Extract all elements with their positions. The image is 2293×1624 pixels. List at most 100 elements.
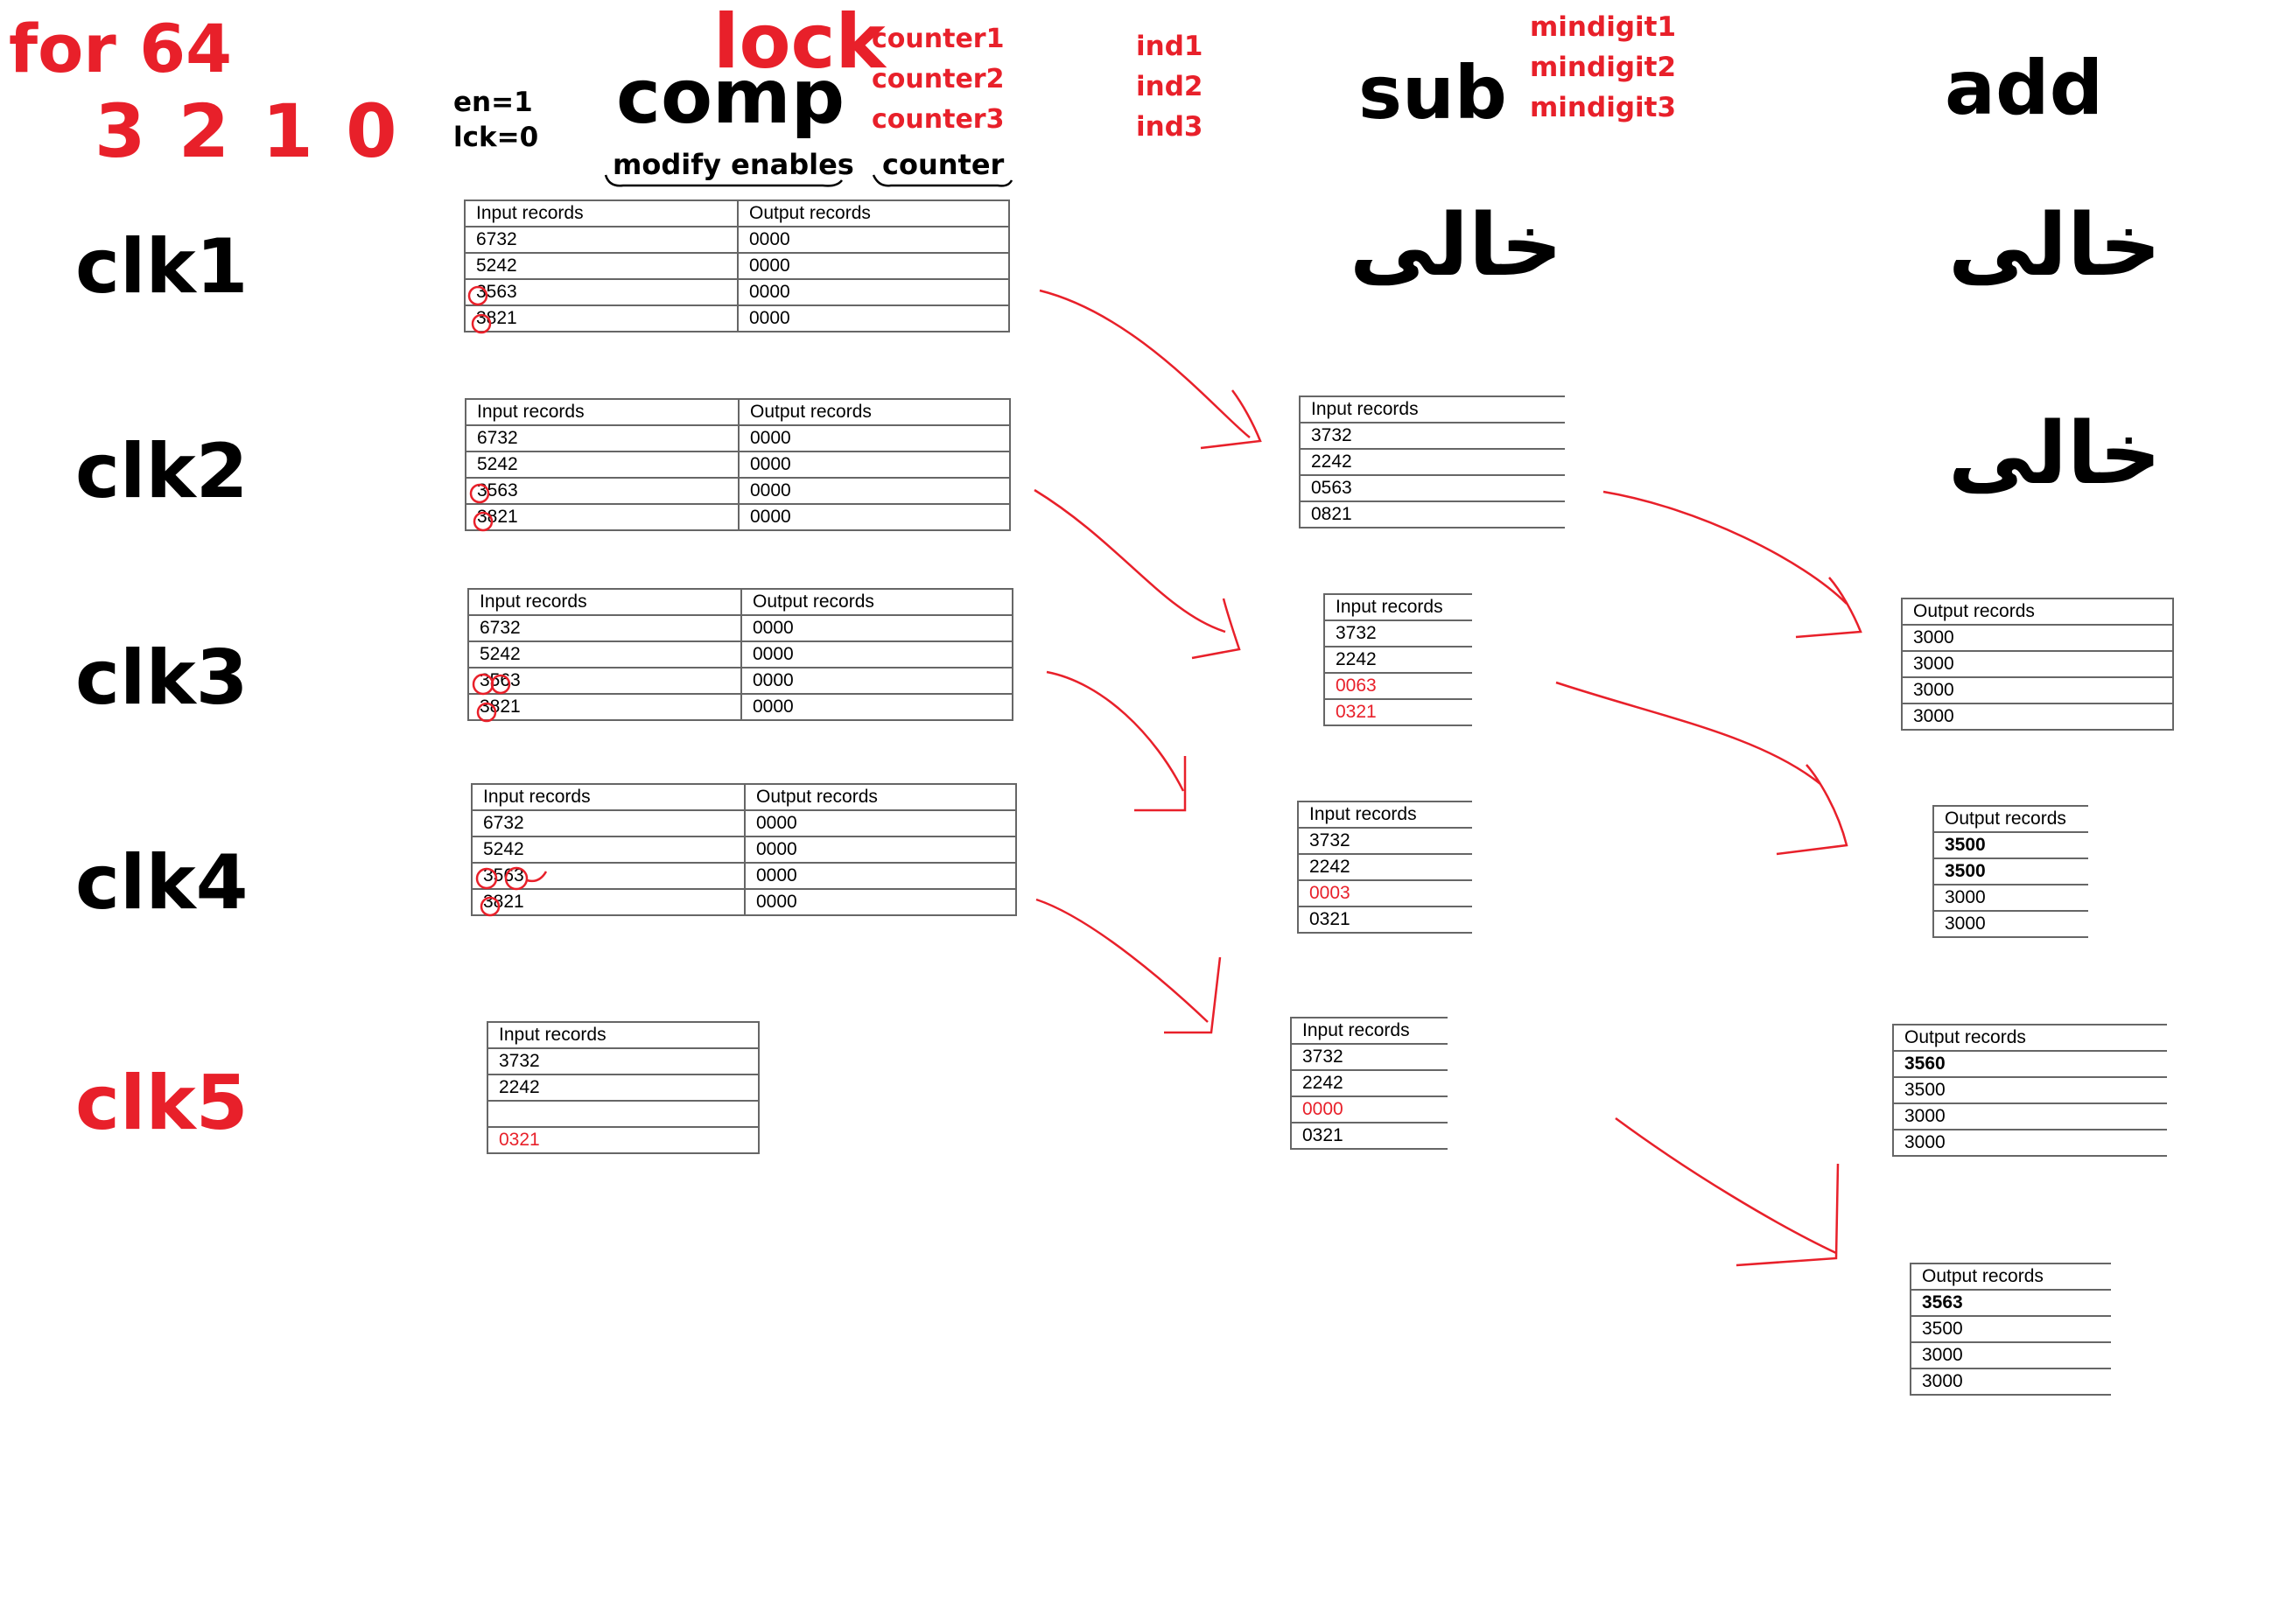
table-row: 3000	[1901, 625, 2174, 652]
output-records-header: Output records	[1910, 1263, 2111, 1291]
table-row: 2242	[1290, 1070, 1448, 1097]
input-records-header: Input records	[487, 1021, 760, 1049]
arrow-comp3-to-sub4	[1046, 670, 1185, 792]
table-row: 3000	[1901, 677, 2174, 704]
table-row: 0321	[487, 1127, 760, 1154]
table-row: 3732	[1297, 828, 1472, 855]
sub-table-clk4: Input records 3732 2242 0003 0321	[1297, 801, 1472, 934]
counter-1-label: counter1	[872, 24, 1005, 54]
table-row: 3732	[1290, 1044, 1448, 1071]
table-row: 3563	[1910, 1290, 2111, 1317]
table-row: 2242	[487, 1074, 760, 1102]
arrow-comp2-to-sub3-head	[1191, 598, 1241, 660]
arrow-comp1-to-sub2	[1039, 289, 1251, 438]
ind-2-label: ind2	[1136, 71, 1203, 102]
ind-list: ind1 ind2 ind3	[1136, 26, 1203, 147]
arrow-comp3-to-sub4-head	[1134, 756, 1187, 812]
table-row: 0000	[1290, 1096, 1448, 1124]
output-records-header: Output records	[738, 398, 1011, 426]
clk-5-label: clk5	[75, 1060, 249, 1147]
digit-index-label: 3 2 1 0	[95, 88, 401, 174]
table-row: 0321	[1323, 699, 1472, 726]
add-table-clk4: Output records 3500 3500 3000 3000	[1932, 805, 2088, 938]
comp-heading: comp	[616, 53, 845, 141]
mindigit-1-label: mindigit1	[1530, 11, 1677, 43]
table-row: 3000	[1910, 1342, 2111, 1369]
arrow-comp1-to-sub2-head	[1200, 389, 1262, 450]
counter-list: counter1 counter2 counter3	[872, 19, 1004, 140]
add-table-clk5: Output records 3560 3500 3000 3000	[1892, 1024, 2167, 1157]
input-records-header: Input records	[1299, 396, 1565, 424]
add-empty-label-clk2: خالی	[1948, 404, 2162, 504]
table-row: 3000	[1932, 885, 2088, 912]
input-records-header: Input records	[1290, 1017, 1448, 1045]
output-records-header: Output records	[744, 783, 1017, 811]
lock-heading: lock	[713, 0, 886, 86]
table-row: 3732	[487, 1048, 760, 1075]
input-records-header: Input records	[467, 588, 742, 616]
table-row: 3000	[1901, 651, 2174, 678]
table-row: 3500	[1892, 1077, 2167, 1104]
clk5-input-table: Input records 3732 2242 0321	[487, 1021, 760, 1154]
add-table-clk6: Output records 3563 3500 3000 3000	[1910, 1263, 2111, 1396]
table-row: 3732	[1323, 620, 1472, 648]
arrow-sub2-to-add3	[1602, 490, 1848, 605]
clk-4-label: clk4	[75, 839, 249, 927]
table-row: 3000	[1910, 1368, 2111, 1396]
output-records-header: Output records	[737, 200, 1010, 228]
output-records-header: Output records	[740, 588, 1013, 616]
ind-3-label: ind3	[1136, 111, 1203, 143]
arrow-comp4-to-sub5	[1035, 898, 1209, 1023]
output-records-header: Output records	[1932, 805, 2088, 833]
input-records-header: Input records	[1323, 593, 1472, 621]
arrow-sub3-to-add4-head	[1776, 764, 1848, 856]
table-row: 0821	[1299, 501, 1565, 528]
ind-1-label: ind1	[1136, 31, 1203, 62]
table-row: 0321	[1297, 906, 1472, 934]
counter-3-label: counter3	[872, 104, 1005, 135]
input-records-header: Input records	[465, 398, 740, 426]
table-row: 3732	[1299, 423, 1565, 450]
table-row: 3000	[1901, 704, 2174, 731]
add-empty-label-clk1: خالی	[1948, 196, 2162, 296]
table-row: 0321	[1290, 1123, 1448, 1150]
output-records-header: Output records	[1901, 598, 2174, 626]
input-records-header: Input records	[464, 200, 739, 228]
sub-table-clk5: Input records 3732 2242 0000 0321	[1290, 1017, 1448, 1150]
modify-enables-label: modify enables	[613, 148, 854, 181]
sub-table-clk3: Input records 3732 2242 0063 0321	[1323, 593, 1472, 726]
clk-1-label: clk1	[75, 223, 249, 311]
arrow-sub2-to-add3-head	[1795, 577, 1862, 639]
sub-heading: sub	[1358, 50, 1507, 136]
arrow-comp2-to-sub3	[1034, 488, 1226, 634]
mindigit-3-label: mindigit3	[1530, 92, 1677, 123]
arrow-add5-to-add6	[1615, 1116, 1837, 1255]
arrow-add5-to-add6-head	[1736, 1163, 1840, 1267]
output-records-header: Output records	[1892, 1024, 2167, 1052]
for-64-label: for 64	[9, 10, 232, 88]
table-row: 0003	[1297, 880, 1472, 907]
add-heading: add	[1945, 45, 2104, 132]
counter-2-label: counter2	[872, 64, 1005, 94]
input-records-header: Input records	[471, 783, 746, 811]
add-table-clk3: Output records 3000 3000 3000 3000	[1901, 598, 2174, 731]
sub-empty-label-clk1: خالی	[1350, 196, 1563, 296]
table-row: 2242	[1299, 449, 1565, 476]
table-row: 0063	[1323, 673, 1472, 700]
